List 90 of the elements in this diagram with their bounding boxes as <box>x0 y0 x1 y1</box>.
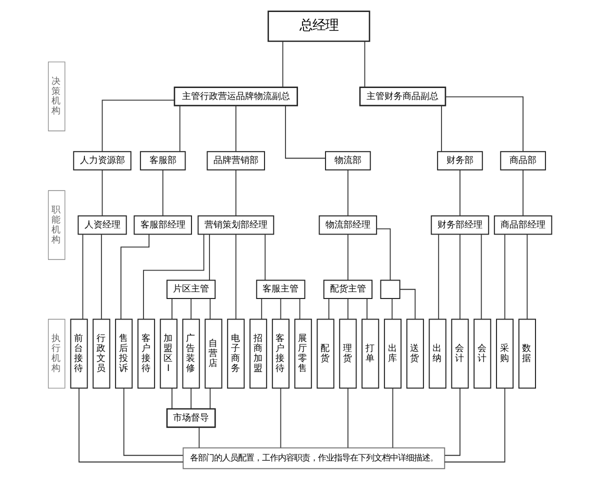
node-box: 配货 <box>316 318 334 389</box>
connector <box>347 388 348 448</box>
connector <box>102 100 175 152</box>
node-box: 人力资源部 <box>73 151 132 170</box>
connector <box>392 388 394 448</box>
connector <box>102 170 103 216</box>
node-box: 会计 <box>474 318 492 389</box>
node-box: 招商加盟 <box>250 318 268 389</box>
connector <box>78 388 184 462</box>
node-box: 行政文员 <box>92 318 110 389</box>
node-box: 财务部 <box>437 151 483 170</box>
node-box: 广告装修 <box>182 318 200 389</box>
node-box: 总经理 <box>268 10 370 42</box>
connector <box>264 234 266 281</box>
connector <box>100 234 102 320</box>
connector <box>347 234 348 281</box>
connector <box>190 298 192 320</box>
node-box: 市场督导 <box>166 408 216 428</box>
connector <box>190 388 192 410</box>
connector <box>280 298 282 320</box>
connector <box>299 298 300 320</box>
connector <box>366 298 368 320</box>
node-box: 自营店 <box>204 318 222 389</box>
connector <box>328 298 330 320</box>
connector <box>392 298 393 320</box>
connector <box>438 234 440 320</box>
connector <box>210 388 211 410</box>
node-box: 物流部经理 <box>318 215 378 235</box>
node-box: 商品部经理 <box>494 215 552 235</box>
node-box: 物流部 <box>325 151 371 170</box>
connector <box>209 234 210 281</box>
connector <box>280 388 282 448</box>
connector <box>399 288 416 320</box>
node-box: 客服部 <box>140 151 186 170</box>
connector <box>444 388 506 462</box>
connector <box>210 298 211 320</box>
connector <box>235 170 236 216</box>
node-box: 职能机构 <box>48 190 66 260</box>
connector <box>82 234 84 320</box>
node-box: 财务部经理 <box>430 215 490 235</box>
connector <box>143 234 204 320</box>
node-box: 数据 <box>518 318 536 389</box>
node-box: 出库 <box>384 318 402 389</box>
connector <box>347 170 348 216</box>
node-box: 售后投诉 <box>115 318 133 389</box>
node-box: 人资经理 <box>78 215 127 235</box>
connector <box>285 105 326 159</box>
connector <box>282 41 284 88</box>
node-box: 送货 <box>406 318 424 389</box>
connector <box>235 105 236 152</box>
connector <box>123 388 184 456</box>
connector <box>179 105 180 152</box>
node-box: 配货主管 <box>323 280 372 299</box>
node-box: 客服主管 <box>256 280 306 299</box>
node-box: 商品部 <box>500 151 546 170</box>
node-box: 电子商务 <box>227 318 245 389</box>
node-box: 采购 <box>496 318 514 389</box>
node-box: 展厅零售 <box>294 318 312 389</box>
connector <box>198 426 200 448</box>
connector <box>526 234 528 320</box>
connector <box>522 170 524 216</box>
node-box: 出纳 <box>428 318 446 389</box>
node-box: 前台接待 <box>70 318 88 389</box>
connector <box>376 228 391 281</box>
node-box: 各部门的人员配置，工作内容职责，作业指导在下列文档中详细描述。 <box>182 447 446 470</box>
node-box: 打单 <box>362 318 380 389</box>
node-box: 品牌营销部 <box>206 151 266 170</box>
node-box: 主管财务商品副总 <box>359 86 446 106</box>
connector <box>162 170 164 216</box>
node-box: 主管行政营运品牌物流副总 <box>174 86 298 106</box>
node-box: 客户接待 <box>137 318 156 389</box>
node-box: 加盟区I <box>160 318 178 389</box>
connector <box>445 96 524 152</box>
connector <box>504 234 506 320</box>
node-box: 决策机构 <box>48 62 66 132</box>
connector <box>441 105 442 152</box>
node-box: 会计 <box>451 318 469 389</box>
node-box <box>380 280 400 299</box>
node-box: 客服部经理 <box>134 215 192 235</box>
connector <box>364 41 366 88</box>
connector <box>261 298 262 320</box>
node-box: 片区主管 <box>166 280 216 299</box>
connector <box>235 234 236 320</box>
node-box: 营销策划部经理 <box>198 215 274 235</box>
connector <box>444 388 460 456</box>
node-box: 客户接待 <box>272 318 290 389</box>
node-box: 理货 <box>339 318 357 389</box>
connector <box>347 298 348 320</box>
connector <box>480 234 482 320</box>
node-box: 执行机构 <box>48 318 66 388</box>
